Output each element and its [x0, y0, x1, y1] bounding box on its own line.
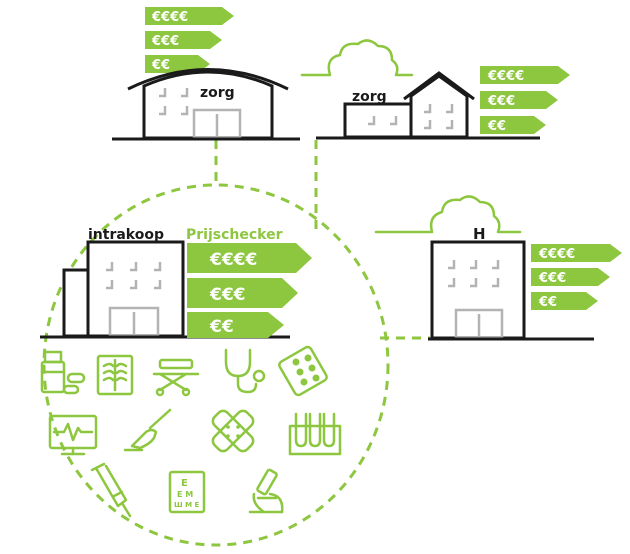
building-annex — [345, 104, 411, 137]
price-tag-label: €€€€ — [209, 250, 257, 270]
price-tags-mid-right: €€€€ €€€ €€ — [531, 244, 622, 310]
price-tag-label: €€ — [487, 119, 506, 134]
building-label: zorg — [352, 89, 387, 105]
microscope-icon — [250, 469, 282, 512]
pill-blister-icon — [278, 346, 328, 397]
building-top-left: €€€€ €€€ €€ zorg — [112, 7, 300, 139]
building-top-right: zorg €€€€ €€€ €€ — [302, 40, 570, 138]
xray-chest-icon — [98, 356, 132, 394]
building-label: H — [473, 225, 486, 243]
eye-chart-icon: E E M Ш M E — [170, 472, 204, 512]
price-tags-top-left: €€€€ €€€ €€ — [145, 7, 234, 73]
stethoscope-icon — [226, 350, 264, 392]
price-tag-label: €€ — [538, 295, 557, 310]
price-tag-label: €€ — [151, 58, 170, 73]
price-tags-top-right: €€€€ €€€ €€ — [480, 66, 570, 134]
price-tags-circle: €€€€ €€€ €€ — [187, 243, 312, 338]
eye-chart-line-3: Ш M E — [174, 501, 199, 509]
scalpel-icon — [125, 410, 170, 450]
building-mid-right: H €€€€ €€€ €€ — [376, 196, 622, 339]
building-body — [411, 76, 467, 137]
test-tubes-icon — [290, 414, 340, 454]
building-label-left: intrakoop — [88, 227, 164, 243]
price-tag-label: €€€€ — [538, 247, 575, 262]
price-tag-label: €€€€ — [487, 69, 524, 84]
medical-icons: E E M Ш M E — [42, 346, 340, 516]
price-tag-label: €€€ — [487, 94, 515, 109]
price-tag-label: €€€ — [209, 285, 246, 305]
price-tag — [187, 312, 284, 338]
building-body — [144, 72, 272, 138]
price-tag-label: €€€€ — [151, 10, 188, 25]
building-circle: intrakoop Prijschecker €€€€ €€€ €€ — [40, 227, 312, 338]
eye-chart-line-1: E — [181, 478, 188, 489]
stretcher-icon — [154, 360, 198, 395]
building-label: zorg — [200, 85, 235, 101]
cloud-icon — [376, 196, 520, 232]
bandage-icon — [210, 408, 255, 453]
building-label-right: Prijschecker — [186, 227, 283, 243]
eye-chart-line-2: E M — [177, 490, 193, 499]
medicine-bottle-pills-icon — [42, 352, 84, 393]
building-annex — [64, 270, 90, 336]
cloud-icon — [302, 40, 412, 75]
price-tag-label: €€ — [209, 317, 234, 337]
price-tag-label: €€€ — [151, 34, 179, 49]
price-tag-label: €€€ — [538, 271, 566, 286]
